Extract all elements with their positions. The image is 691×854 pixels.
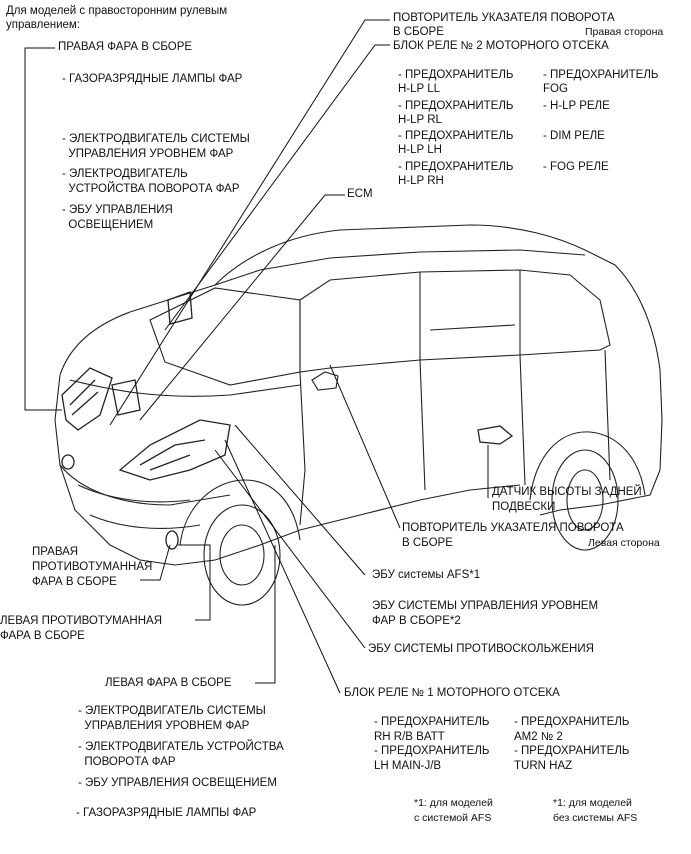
label-fuse-hlp-lh-2: H-LP LH (398, 144, 442, 156)
label-left-headlamp: ЛЕВАЯ ФАРА В СБОРЕ (105, 677, 232, 689)
label-left-discharge-lamps: - ГАЗОРАЗРЯДНЫЕ ЛАМПЫ ФАР (76, 807, 257, 819)
label-turn-repeater-right-2: В СБОРЕ (393, 26, 444, 38)
label-rear-height-sensor: ДАТЧИК ВЫСОТЫ ЗАДНЕЙ (492, 486, 642, 498)
label-right-leveling-motor: - ЭЛЕКТРОДВИГАТЕЛЬ СИСТЕМЫ (62, 133, 250, 145)
label-fuse-hlp-ll-2: H-LP LL (398, 83, 440, 95)
label-fuse-hlp-rl: - ПРЕДОХРАНИТЕЛЬ (398, 100, 514, 112)
label-fuse-hlp-lh: - ПРЕДОХРАНИТЕЛЬ (398, 130, 514, 142)
label-turn-repeater-right: ПОВТОРИТЕЛЬ УКАЗАТЕЛЯ ПОВОРОТА (393, 12, 615, 24)
label-left-swivel-motor-2: ПОВОРОТА ФАР (78, 756, 176, 768)
label-rear-height-sensor-2: ПОДВЕСКИ (492, 501, 556, 513)
label-left-lighting-ecu: - ЭБУ УПРАВЛЕНИЯ ОСВЕЩЕНИЕМ (78, 777, 277, 789)
header-line-2: управлением: (6, 19, 80, 31)
leader-lines (24, 19, 489, 694)
label-leveling-ecu-2: ФАР В СБОРЕ*2 (372, 615, 461, 627)
label-fuse-hlp-rl-2: H-LP RL (398, 114, 442, 126)
label-right-fog-3: ФАРА В СБОРЕ (32, 576, 117, 588)
label-right-lighting-ecu-2: ОСВЕЩЕНИЕМ (62, 219, 154, 231)
label-fuse-turn-haz-2: TURN HAZ (514, 760, 573, 772)
label-right-swivel-motor: - ЭЛЕКТРОДВИГАТЕЛЬ (62, 168, 188, 180)
label-turn-repeater-left: ПОВТОРИТЕЛЬ УКАЗАТЕЛЯ ПОВОРОТА (402, 522, 624, 534)
label-fuse-hlp-rh: - ПРЕДОХРАНИТЕЛЬ (398, 161, 514, 173)
label-fuse-fog-2: FOG (543, 83, 568, 95)
label-fuse-am2-2: AM2 № 2 (514, 731, 563, 743)
label-fuse-turn-haz: - ПРЕДОХРАНИТЕЛЬ (514, 745, 630, 757)
label-right-discharge-lamps: - ГАЗОРАЗРЯДНЫЕ ЛАМПЫ ФАР (62, 73, 243, 85)
footnote-1-line-2: с системой AFS (414, 812, 492, 824)
label-afs-ecu: ЭБУ системы AFS*1 (372, 569, 481, 581)
footnote-1: *1: для моделей (414, 797, 493, 809)
label-right-swivel-motor-2: УСТРОЙСТВА ПОВОРОТА ФАР (62, 183, 240, 195)
label-fuse-am2: - ПРЕДОХРАНИТЕЛЬ (514, 716, 630, 728)
label-skid-control-ecu: ЭБУ СИСТЕМЫ ПРОТИВОСКОЛЬЖЕНИЯ (368, 643, 594, 655)
label-ecm: ECM (347, 188, 373, 200)
label-relay-fog: - FOG РЕЛЕ (543, 161, 609, 173)
label-leveling-ecu: ЭБУ СИСТЕМЫ УПРАВЛЕНИЯ УРОВНЕМ (372, 600, 599, 612)
label-relay-hlp: - H-LP РЕЛЕ (543, 100, 610, 112)
label-left-fog: ЛЕВАЯ ПРОТИВОТУМАННАЯ (0, 615, 162, 627)
label-left-leveling-motor-2: УПРАВЛЕНИЯ УРОВНЕМ ФАР (78, 720, 250, 732)
footnote-2: *1: для моделей (553, 797, 632, 809)
header-line-1: Для моделей с правосторонним рулевым (6, 5, 228, 17)
label-fuse-rh-rb-batt: - ПРЕДОХРАНИТЕЛЬ (374, 716, 490, 728)
label-right-leveling-motor-2: УПРАВЛЕНИЯ УРОВНЕМ ФАР (62, 148, 234, 160)
vehicle-outline (54, 224, 663, 606)
label-fuse-lh-main: - ПРЕДОХРАНИТЕЛЬ (374, 745, 490, 757)
label-fuse-fog: - ПРЕДОХРАНИТЕЛЬ (543, 69, 659, 81)
label-right-fog: ПРАВАЯ (32, 546, 79, 558)
label-turn-repeater-left-2: В СБОРЕ (402, 537, 453, 549)
footnote-2-line-2: без системы AFS (553, 812, 638, 824)
label-relay-block-2: БЛОК РЕЛЕ № 2 МОТОРНОГО ОТСЕКА (393, 40, 609, 52)
label-turn-repeater-right-side: Правая сторона (585, 26, 664, 38)
label-relay-block-1: БЛОК РЕЛЕ № 1 МОТОРНОГО ОТСЕКА (344, 687, 560, 699)
label-right-fog-2: ПРОТИВОТУМАННАЯ (32, 561, 153, 573)
label-turn-repeater-left-side: Левая сторона (588, 537, 660, 549)
label-left-swivel-motor: - ЭЛЕКТРОДВИГАТЕЛЬ УСТРОЙСТВА (78, 741, 284, 753)
label-left-fog-2: ФАРА В СБОРЕ (0, 630, 85, 642)
label-right-lighting-ecu: - ЭБУ УПРАВЛЕНИЯ (62, 204, 173, 216)
components (61, 291, 514, 550)
label-fuse-hlp-rh-2: H-LP RH (398, 175, 444, 187)
label-fuse-rh-rb-batt-2: RH R/B BATT (374, 731, 445, 743)
label-fuse-lh-main-2: LH MAIN-J/B (374, 760, 442, 772)
label-left-leveling-motor: - ЭЛЕКТРОДВИГАТЕЛЬ СИСТЕМЫ (78, 705, 266, 717)
label-relay-dim: - DIM РЕЛЕ (543, 130, 605, 142)
label-fuse-hlp-ll: - ПРЕДОХРАНИТЕЛЬ (398, 69, 514, 81)
label-right-headlamp: ПРАВАЯ ФАРА В СБОРЕ (58, 41, 193, 53)
